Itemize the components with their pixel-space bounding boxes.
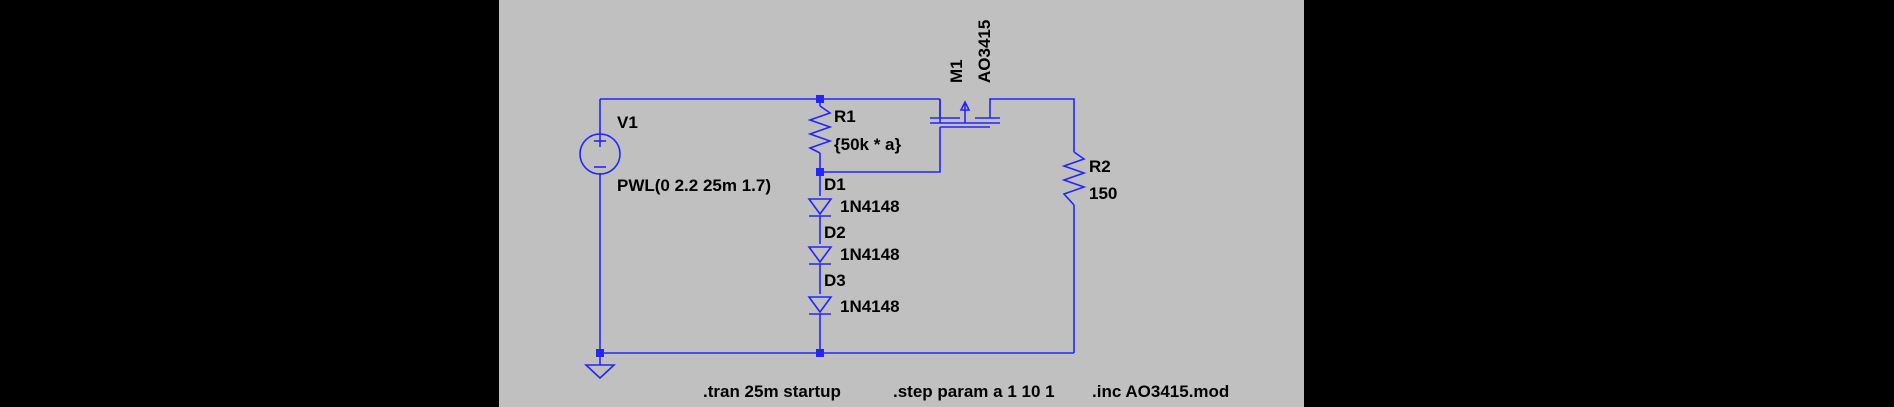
d2-value-label: 1N4148 <box>840 245 900 264</box>
diode-d3[interactable] <box>807 296 833 315</box>
diode-d1-triangle <box>807 198 833 216</box>
resistor-r2[interactable] <box>1061 151 1087 206</box>
r2-value-label: 150 <box>1089 184 1117 203</box>
d1-name-label: D1 <box>824 175 846 194</box>
r1-value-label: {50k * a} <box>834 135 901 154</box>
voltage-source-v1[interactable] <box>579 133 621 175</box>
v1-name-label: V1 <box>617 113 638 132</box>
wire-gate <box>820 133 941 173</box>
resistor-r1[interactable] <box>807 105 833 154</box>
mosfet-body-arrow <box>959 100 971 111</box>
d1-value-label: 1N4148 <box>840 197 900 216</box>
diode-d2[interactable] <box>807 246 833 265</box>
diode-d1[interactable] <box>807 198 833 217</box>
schematic-background <box>499 0 1304 407</box>
mosfet-m1[interactable] <box>930 99 1000 133</box>
d2-name-label: D2 <box>824 223 846 242</box>
ground-icon <box>583 364 617 380</box>
directive-step[interactable]: .step param a 1 10 1 <box>893 382 1055 401</box>
junction-bottom-mid <box>816 349 824 357</box>
diode-d2-triangle <box>807 246 833 264</box>
d3-name-label: D3 <box>824 271 846 290</box>
r1-name-label: R1 <box>834 107 856 126</box>
r2-name-label: R2 <box>1089 157 1111 176</box>
wire-mosfet-drain <box>989 98 1075 152</box>
voltage-source-circle <box>579 133 621 175</box>
wires <box>599 98 1075 365</box>
junction-bottom-left <box>596 349 604 357</box>
m1-value-label: AO3415 <box>975 20 994 83</box>
directive-inc[interactable]: .inc AO3415.mod <box>1092 382 1229 401</box>
diode-d3-triangle <box>807 296 833 314</box>
d3-value-label: 1N4148 <box>840 297 900 316</box>
junction-top <box>816 95 824 103</box>
directive-tran[interactable]: .tran 25m startup <box>703 382 841 401</box>
v1-value-label: PWL(0 2.2 25m 1.7) <box>617 176 771 195</box>
junction-gate <box>816 168 824 176</box>
m1-name-label: M1 <box>947 59 966 83</box>
